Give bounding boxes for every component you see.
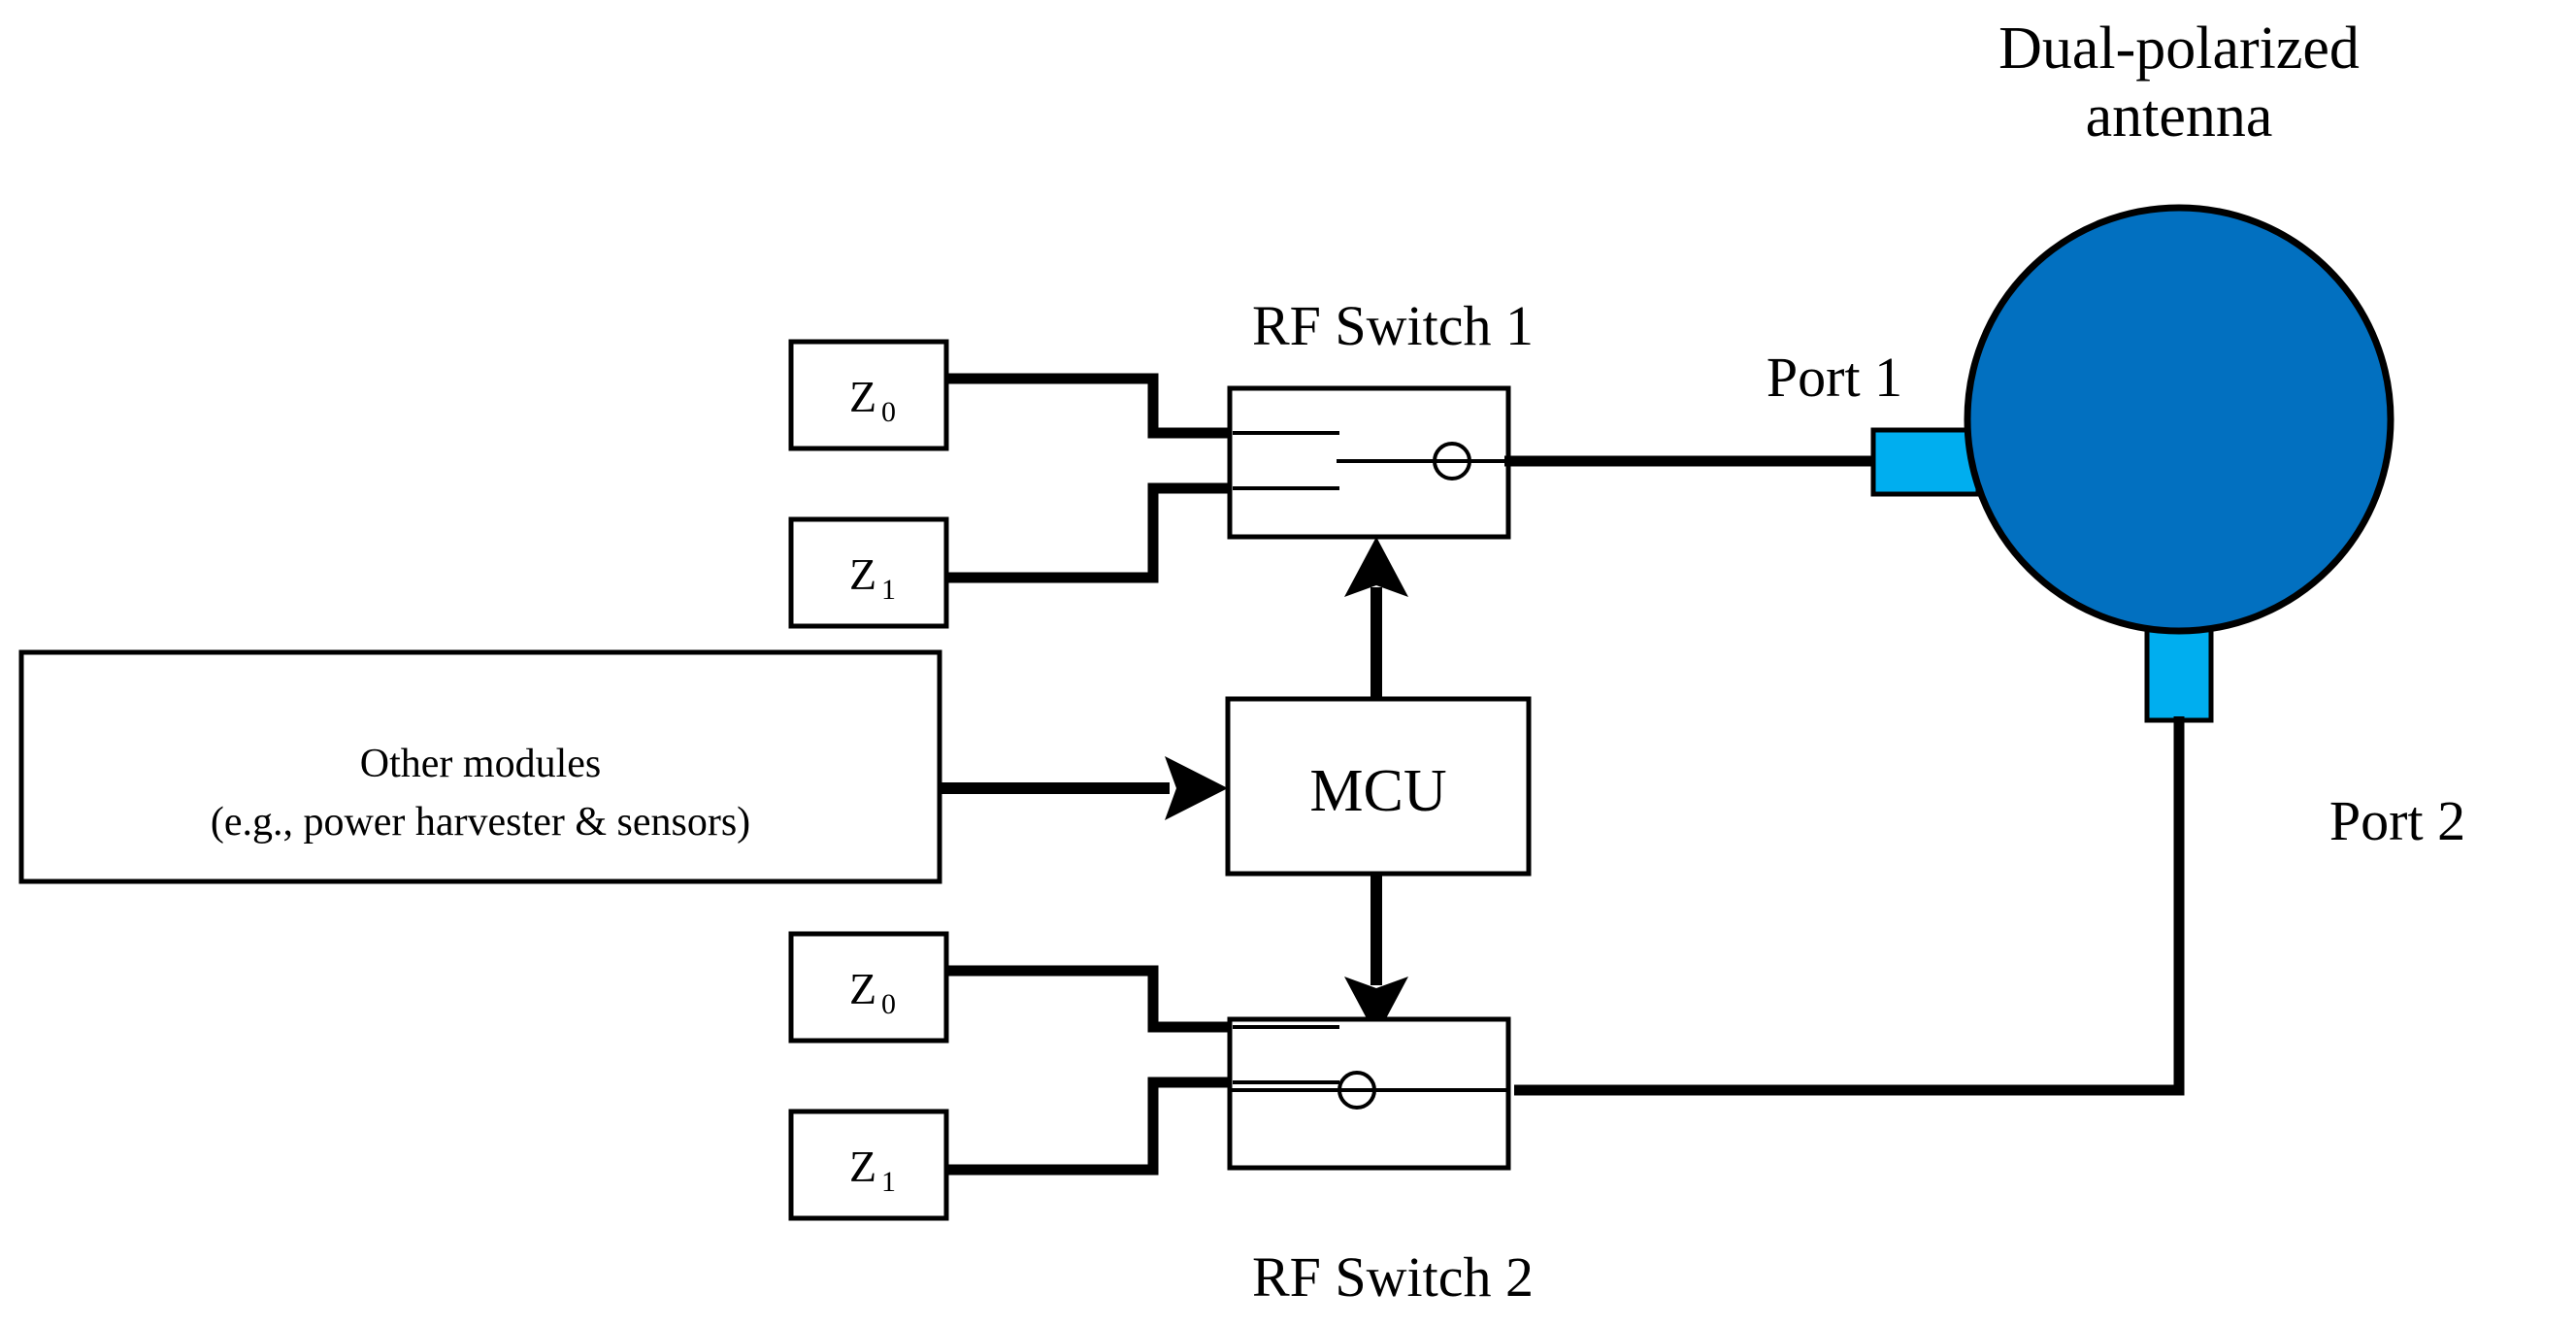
z1-top-subscript: 1	[881, 574, 896, 606]
z0-top-subscript: 0	[881, 396, 896, 428]
arrow-other-modules-to-mcu-head	[1165, 756, 1228, 820]
z0-top-block[interactable]: Z 0	[788, 339, 949, 451]
rf-switch-1-pole-circle	[1433, 442, 1471, 481]
z0-bottom-subscript: 0	[881, 988, 896, 1020]
other-modules-line2: (e.g., power harvester & sensors)	[211, 800, 750, 845]
z1-bottom-subscript: 1	[881, 1166, 896, 1198]
z1-top-symbol: Z	[849, 549, 876, 599]
z1-bottom-symbol: Z	[849, 1142, 876, 1191]
z1-bottom-box	[788, 1109, 949, 1221]
arrow-mcu-to-switch2-head	[1344, 977, 1408, 1037]
port-2-label: Port 2	[2329, 789, 2465, 852]
port-1-label: Port 1	[1767, 346, 1902, 409]
z0-bottom-symbol: Z	[849, 964, 876, 1013]
rf-switch-1-heading: RF Switch 1	[1252, 294, 1534, 357]
z0-top-box	[788, 339, 949, 451]
wire-z1-bottom-to-switch2	[946, 1077, 1233, 1176]
z1-top-block[interactable]: Z 1	[788, 516, 949, 629]
z0-bottom-box	[788, 931, 949, 1044]
arrow-mcu-to-switch1-head	[1344, 537, 1408, 597]
rf-switch-2-pole-circle	[1338, 1071, 1376, 1110]
port-1-tab[interactable]	[1870, 427, 1981, 497]
wire-port2-to-switch2	[1514, 716, 2185, 1096]
z1-bottom-block[interactable]: Z 1	[788, 1109, 949, 1221]
wire-z1-top-to-switch1	[946, 482, 1233, 583]
antenna-title-line1: Dual-polarized	[1998, 16, 2360, 82]
mcu-box[interactable]	[1225, 696, 1532, 877]
wire-z0-top-to-switch1	[946, 373, 1233, 439]
rf-switch-2-box[interactable]	[1227, 1016, 1511, 1171]
antenna-title-line2: antenna	[2086, 83, 2273, 149]
dual-polarized-antenna-disc[interactable]	[1964, 204, 2394, 635]
z1-top-box	[788, 516, 949, 629]
z0-top-symbol: Z	[849, 372, 876, 421]
other-modules-line1: Other modules	[360, 742, 601, 786]
wire-z0-bottom-to-switch2	[946, 965, 1233, 1033]
z0-bottom-block[interactable]: Z 0	[788, 931, 949, 1044]
mcu-label: MCU	[1309, 758, 1446, 824]
other-modules-box[interactable]	[18, 649, 942, 884]
rf-switch-2-heading: RF Switch 2	[1252, 1245, 1534, 1309]
